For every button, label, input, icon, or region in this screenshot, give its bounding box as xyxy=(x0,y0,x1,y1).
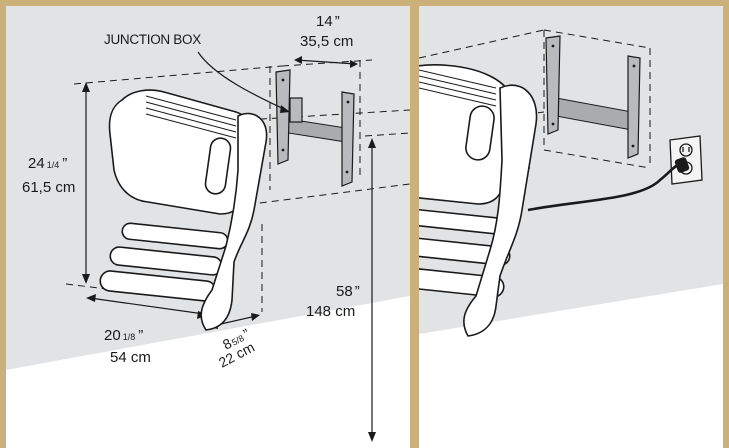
towel-bar-mid xyxy=(419,236,511,266)
heater-vent-line xyxy=(419,81,497,101)
dim-height xyxy=(82,82,90,284)
heater-left xyxy=(99,89,268,331)
heater-vent-line xyxy=(145,113,237,139)
towel-bar-front xyxy=(419,266,505,298)
power-cord-icon xyxy=(527,157,690,212)
dim-width-metric: 54 cm xyxy=(110,349,151,366)
bracket-post-b xyxy=(627,55,641,159)
heater-control-icon xyxy=(465,105,495,161)
left-floor xyxy=(6,296,410,448)
right-panel xyxy=(419,6,723,448)
dim-floor-height xyxy=(368,138,376,442)
panel-divider xyxy=(410,0,419,448)
bracket-post-a xyxy=(275,69,291,165)
heater-vent-line xyxy=(145,101,237,127)
heater-side-panel xyxy=(463,84,538,337)
heater-control-icon xyxy=(204,137,232,195)
left-dashed-guides xyxy=(65,59,410,312)
dim-height-metric: 61,5 cm xyxy=(22,179,75,196)
wall-bracket-icon xyxy=(545,35,641,159)
dim-bracket-width xyxy=(294,56,358,68)
dim-floor-height-imperial: 58” xyxy=(336,283,360,300)
junction-box-label: JUNCTION BOX xyxy=(104,32,201,47)
bracket-post-b xyxy=(341,91,355,187)
right-floor xyxy=(419,284,723,448)
heater-side-panel xyxy=(200,112,268,331)
heater-vent-line xyxy=(145,107,237,133)
heater-right xyxy=(419,64,538,337)
dim-bracket-width-imperial: 14” xyxy=(316,13,340,30)
heater-vent-line xyxy=(419,75,497,95)
junction-box-arrow xyxy=(197,51,287,111)
heater-vent-line xyxy=(145,95,237,121)
dim-floor-height-metric: 148 cm xyxy=(306,303,355,320)
heater-vent-line xyxy=(419,87,497,107)
heater-vent-line xyxy=(419,69,497,89)
dim-bracket-width-metric: 35,5 cm xyxy=(300,33,353,50)
wall-bracket-left xyxy=(275,69,355,187)
bracket-post-a xyxy=(545,35,561,135)
junction-box-icon xyxy=(289,97,303,123)
